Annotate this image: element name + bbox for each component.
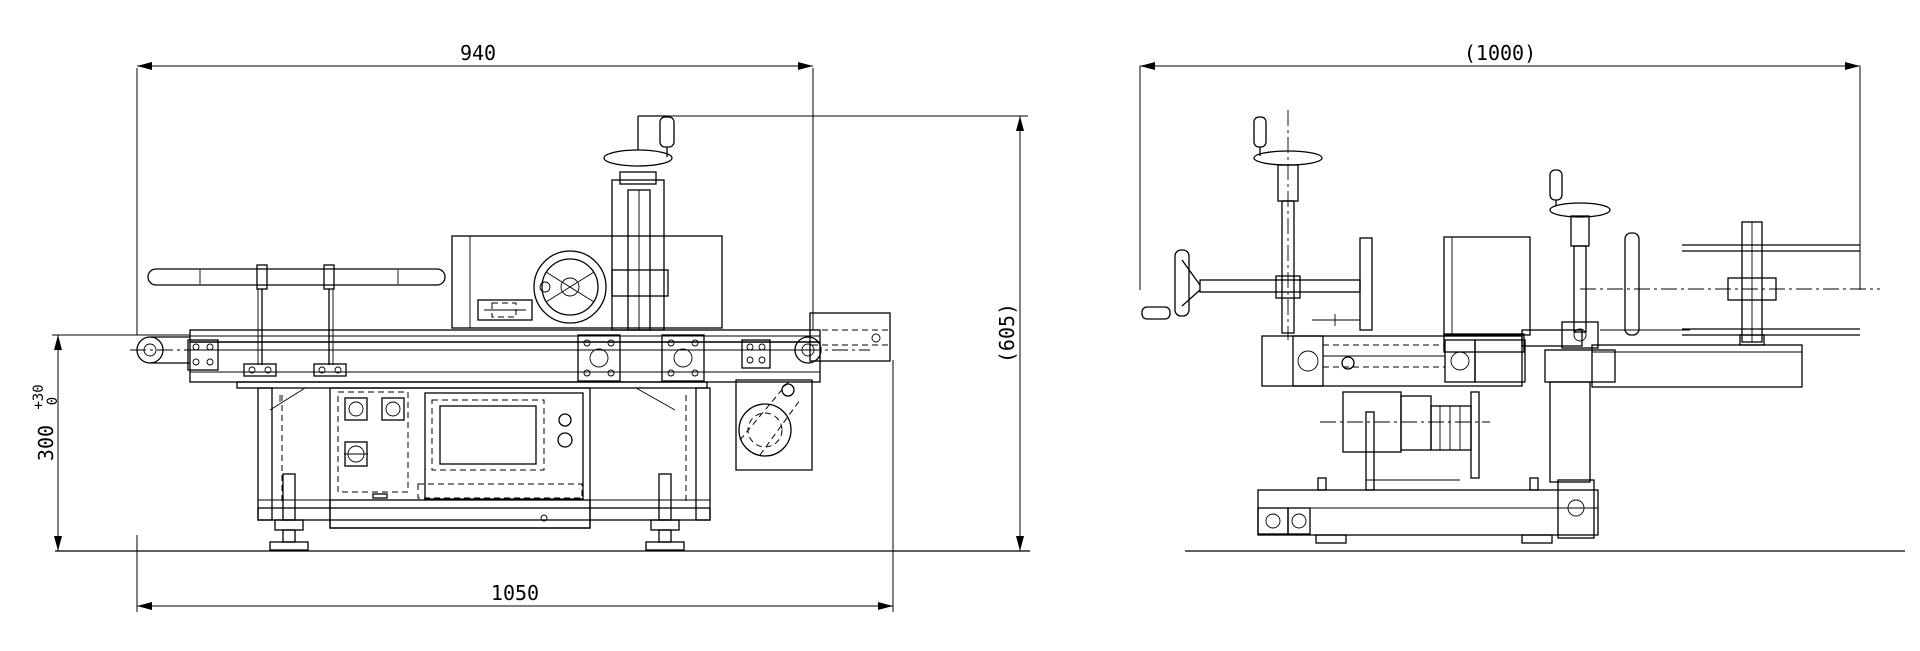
front-view: 940 1050 (605) 300 +30 0 (31, 41, 1030, 612)
dimension-1000: (1000) (1139, 41, 1861, 290)
dimension-1000-label: (1000) (1464, 41, 1536, 65)
side-conveyor (1261, 329, 1583, 387)
dimension-300: 300 +30 0 (31, 334, 190, 551)
side-view: (1000) (1139, 41, 1905, 552)
applicator-plate (1312, 237, 1373, 331)
guide-rail (147, 264, 446, 365)
dimension-1050-label: 1050 (491, 581, 539, 605)
dimension-940-label: 940 (460, 41, 496, 65)
motor (1320, 391, 1490, 479)
tolerance-plus: +30 (31, 384, 47, 409)
dimension-1050: 1050 (136, 360, 894, 612)
height-adjust-post (603, 115, 675, 331)
side-guide-arm (1580, 221, 1880, 388)
right-adjust-post (1544, 169, 1690, 483)
drive-unit (735, 312, 891, 471)
side-base (1257, 411, 1599, 544)
control-panel (329, 387, 591, 529)
stand (257, 387, 711, 551)
side-adjust-post (1141, 110, 1361, 340)
dimension-300-label: 300 (34, 425, 58, 461)
labeling-head (451, 235, 723, 329)
dimension-605-label: (605) (995, 303, 1019, 363)
dimension-605: (605) (660, 115, 1028, 551)
dimension-940: 940 (136, 41, 814, 335)
label-housing (1443, 236, 1531, 353)
tolerance-minus: 0 (45, 397, 61, 405)
conveyor (130, 329, 870, 389)
